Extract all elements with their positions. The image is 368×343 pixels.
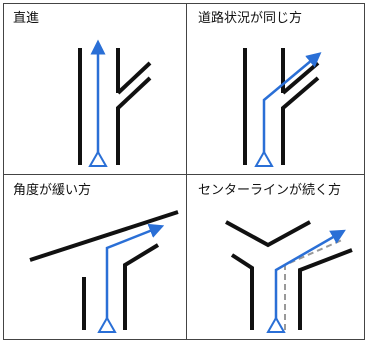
grid-lines xyxy=(3,3,365,340)
start-marker xyxy=(88,149,108,167)
panel-gentle-angle xyxy=(29,210,179,333)
route-arrow xyxy=(262,52,322,160)
road-edges xyxy=(225,220,353,330)
caption-same-road-condition: 道路状況が同じ方 xyxy=(198,11,303,26)
caption-gentle-angle: 角度が緩い方 xyxy=(13,183,92,198)
road-edges xyxy=(243,48,320,165)
start-marker xyxy=(254,149,274,167)
center-line xyxy=(284,239,343,330)
panel-center-line-continues xyxy=(225,220,353,333)
route-arrow xyxy=(105,223,165,327)
road-edges xyxy=(78,48,152,165)
road-edges xyxy=(29,210,179,330)
route-arrow xyxy=(274,229,346,327)
caption-center-line-continues: センターラインが続く方 xyxy=(198,183,342,198)
caption-straight: 直進 xyxy=(13,11,40,26)
panel-straight xyxy=(78,39,152,167)
start-marker xyxy=(97,315,117,333)
start-marker xyxy=(266,315,286,333)
panel-same-road-condition xyxy=(243,48,322,167)
